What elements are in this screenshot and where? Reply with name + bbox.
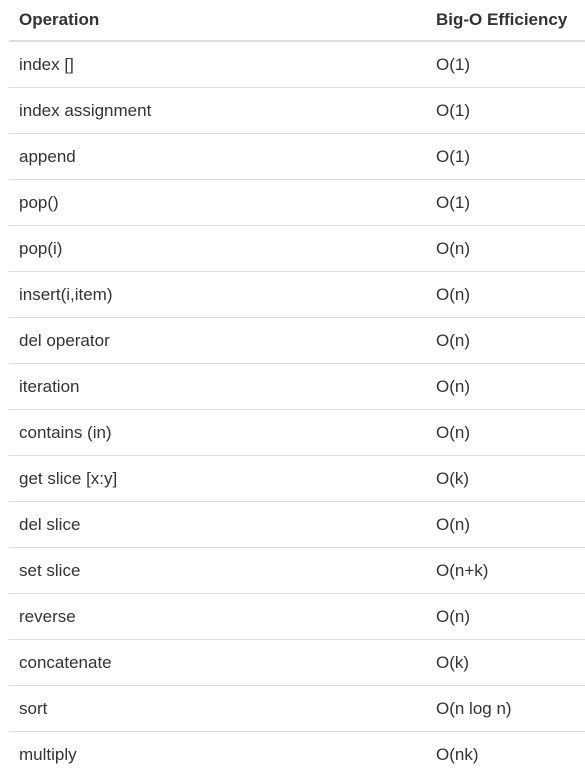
table-row: pop() O(1) — [9, 179, 585, 226]
efficiency-cell: O(n log n) — [426, 685, 585, 732]
table-row: del operator O(n) — [9, 317, 585, 364]
operation-cell: pop(i) — [9, 225, 426, 272]
table-row: get slice [x:y] O(k) — [9, 455, 585, 502]
operation-cell: reverse — [9, 593, 426, 640]
efficiency-cell: O(n) — [426, 363, 585, 410]
efficiency-cell: O(n) — [426, 409, 585, 456]
operation-cell: pop() — [9, 179, 426, 226]
operation-cell: get slice [x:y] — [9, 455, 426, 502]
table-row: concatenate O(k) — [9, 639, 585, 686]
table-row: append O(1) — [9, 133, 585, 180]
column-header-efficiency: Big-O Efficiency — [426, 0, 585, 42]
table-header: Operation Big-O Efficiency — [9, 0, 585, 42]
operation-cell: set slice — [9, 547, 426, 594]
efficiency-cell: O(k) — [426, 639, 585, 686]
efficiency-cell: O(n+k) — [426, 547, 585, 594]
table-row: sort O(n log n) — [9, 685, 585, 732]
operation-cell: index assignment — [9, 87, 426, 134]
efficiency-cell: O(n) — [426, 317, 585, 364]
efficiency-cell: O(n) — [426, 271, 585, 318]
column-header-operation: Operation — [9, 0, 426, 42]
operation-cell: contains (in) — [9, 409, 426, 456]
efficiency-cell: O(n) — [426, 593, 585, 640]
operation-cell: iteration — [9, 363, 426, 410]
efficiency-cell: O(n) — [426, 225, 585, 272]
operation-cell: del operator — [9, 317, 426, 364]
efficiency-cell: O(1) — [436, 54, 470, 74]
efficiency-cell: O(n) — [426, 501, 585, 548]
operation-cell: multiply — [9, 731, 426, 777]
table-row: reverse O(n) — [9, 593, 585, 640]
operation-cell: append — [9, 133, 426, 180]
table-row: pop(i) O(n) — [9, 225, 585, 272]
table-row: index [] O(1) — [9, 41, 585, 88]
table-row: set slice O(n+k) — [9, 547, 585, 594]
operation-cell: concatenate — [9, 639, 426, 686]
table-row: insert(i,item) O(n) — [9, 271, 585, 318]
operation-cell: index [] — [19, 54, 74, 74]
operation-cell: sort — [9, 685, 426, 732]
operation-cell: insert(i,item) — [9, 271, 426, 318]
table-row: index assignment O(1) — [9, 87, 585, 134]
table-row: iteration O(n) — [9, 363, 585, 410]
efficiency-cell: O(1) — [426, 179, 585, 226]
complexity-table: Operation Big-O Efficiency index [] O(1)… — [9, 0, 585, 777]
table-row: del slice O(n) — [9, 501, 585, 548]
efficiency-cell: O(k) — [426, 455, 585, 502]
efficiency-cell: O(nk) — [426, 731, 585, 777]
table-row: contains (in) O(n) — [9, 409, 585, 456]
table-row: multiply O(nk) — [9, 731, 585, 777]
efficiency-cell: O(1) — [426, 87, 585, 134]
header-row: Operation Big-O Efficiency — [9, 0, 585, 42]
operation-cell: del slice — [9, 501, 426, 548]
efficiency-cell: O(1) — [426, 133, 585, 180]
table-body: index [] O(1) index assignment O(1) appe… — [9, 41, 585, 777]
